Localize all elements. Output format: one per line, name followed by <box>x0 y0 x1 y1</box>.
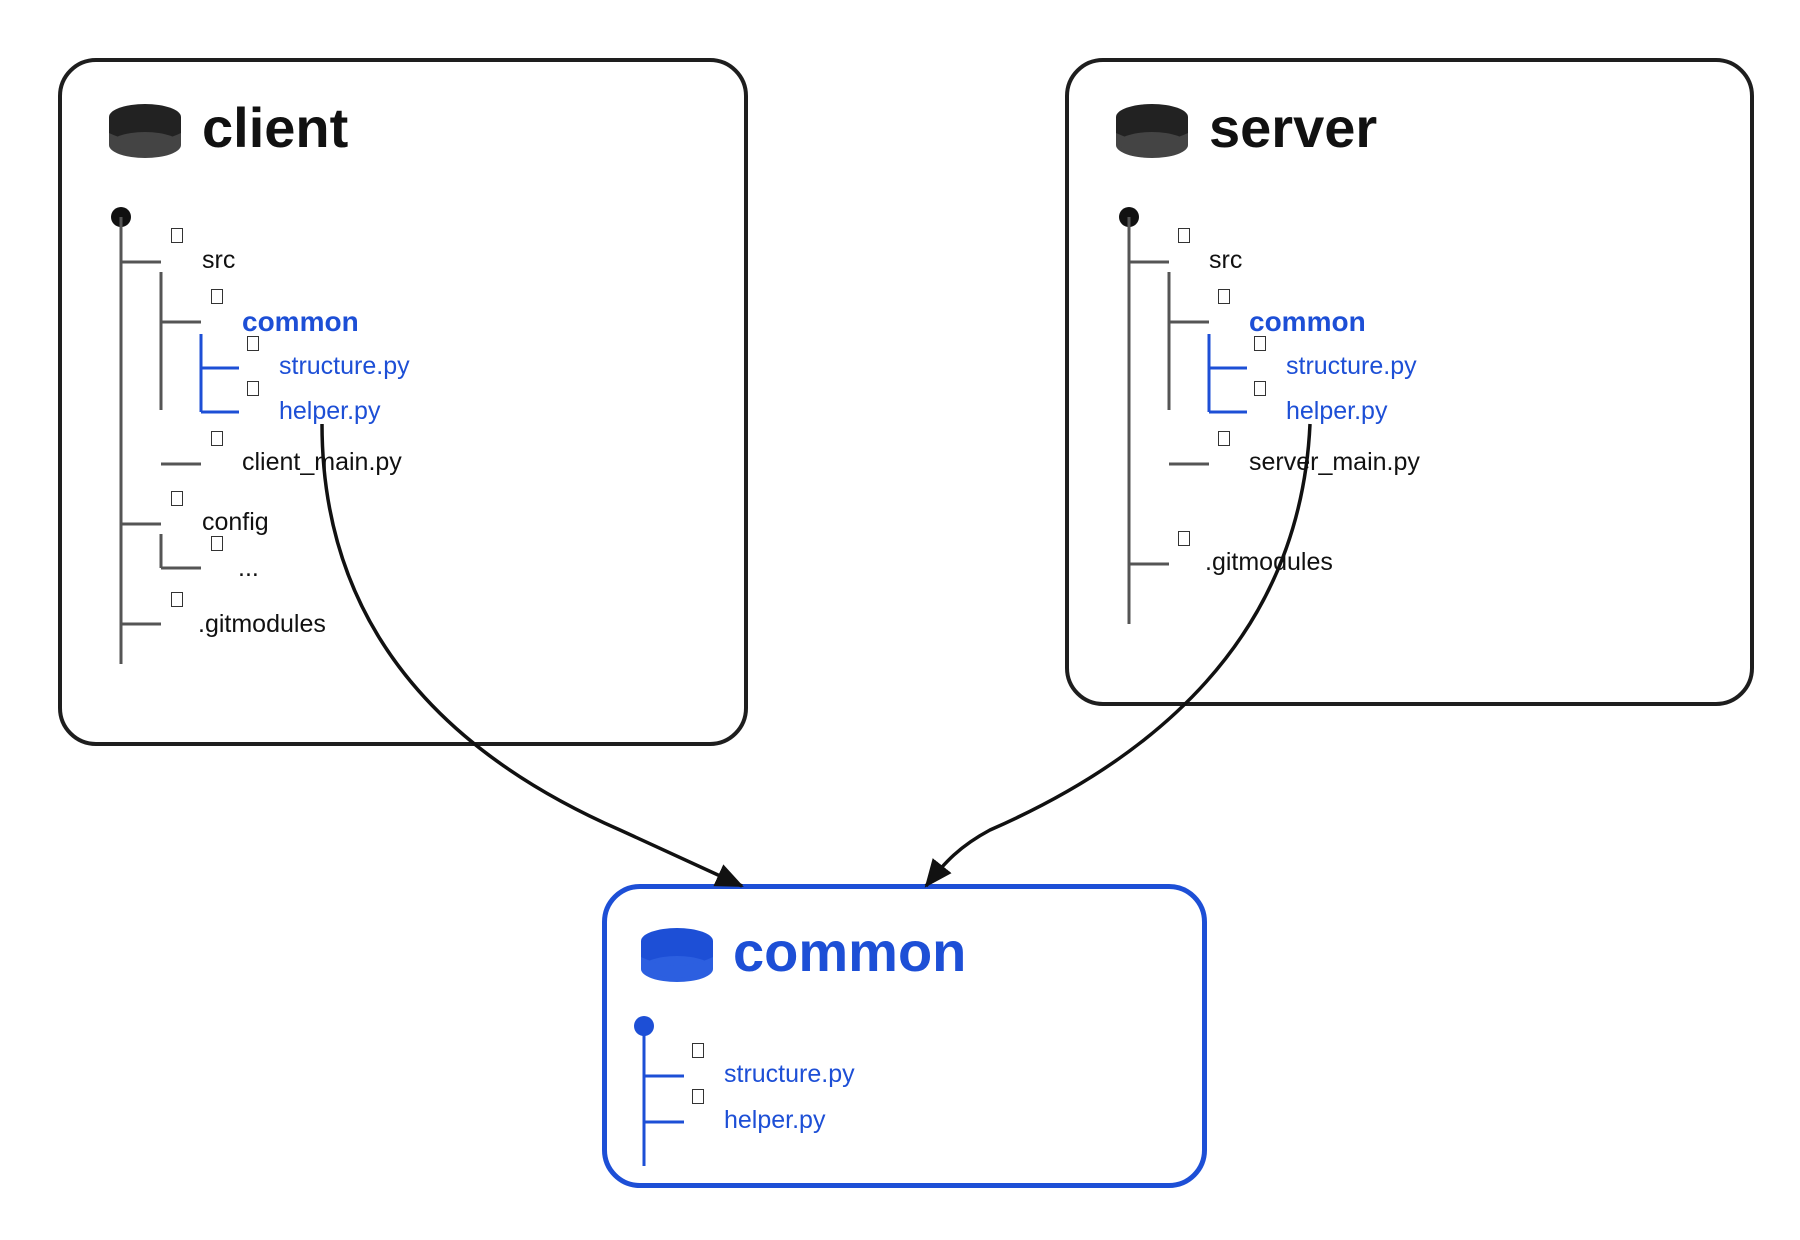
file-icon <box>247 336 259 351</box>
file-icon <box>211 536 223 551</box>
server-repo-title: server <box>1209 96 1378 159</box>
server-item-gitmodules[interactable]: .gitmodules <box>1205 548 1333 576</box>
file-icon <box>1254 381 1266 396</box>
client-repo-panel <box>58 58 748 746</box>
server-item-structure[interactable]: structure.py <box>1286 352 1417 380</box>
folder-icon <box>171 228 183 243</box>
file-icon <box>211 431 223 446</box>
server-item-src[interactable]: src <box>1209 246 1243 274</box>
folder-icon <box>1218 289 1230 304</box>
server-item-common[interactable]: common <box>1249 306 1366 337</box>
file-icon <box>1254 336 1266 351</box>
client-item-gitmodules[interactable]: .gitmodules <box>198 610 326 638</box>
folder-icon <box>1178 228 1190 243</box>
arrow-server-to-common <box>924 423 1312 888</box>
file-icon <box>692 1089 704 1104</box>
common-item-structure[interactable]: structure.py <box>724 1060 855 1088</box>
server-item-main[interactable]: server_main.py <box>1249 448 1420 476</box>
client-item-helper[interactable]: helper.py <box>279 397 381 425</box>
file-icon <box>1218 431 1230 446</box>
file-icon <box>1178 531 1190 546</box>
file-icon <box>171 592 183 607</box>
common-repo-title: common <box>733 920 967 983</box>
server-item-helper[interactable]: helper.py <box>1286 397 1388 425</box>
server-repo-panel <box>1065 58 1754 706</box>
client-item-config[interactable]: config <box>202 508 269 536</box>
database-icon <box>641 928 713 982</box>
arrow-client-to-common <box>320 423 744 888</box>
client-item-structure[interactable]: structure.py <box>279 352 410 380</box>
client-repo-title: client <box>202 96 349 159</box>
client-item-ellipsis: ... <box>238 554 259 582</box>
file-icon <box>247 381 259 396</box>
folder-icon <box>171 491 183 506</box>
database-icon <box>1116 104 1188 158</box>
folder-icon <box>211 289 223 304</box>
client-item-src[interactable]: src <box>202 246 236 274</box>
file-icon <box>692 1043 704 1058</box>
database-icon <box>109 104 181 158</box>
common-item-helper[interactable]: helper.py <box>724 1106 826 1134</box>
client-item-common[interactable]: common <box>242 306 359 337</box>
